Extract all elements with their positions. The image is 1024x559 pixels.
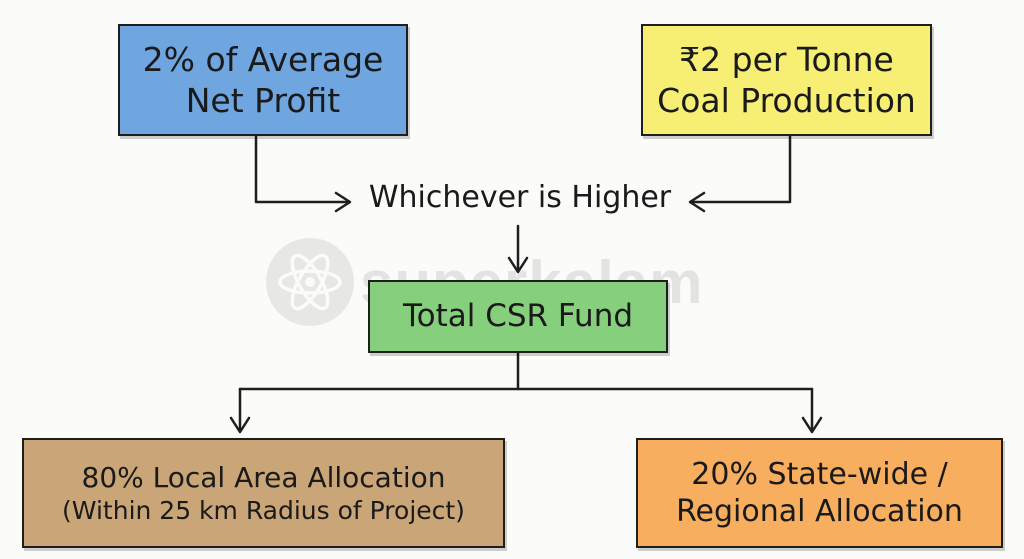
profit-box: 2% of Average Net Profit <box>118 24 408 136</box>
decision-label: Whichever is Higher <box>368 180 672 215</box>
profit-line1: 2% of Average <box>142 39 384 79</box>
local-line1: 80% Local Area Allocation <box>81 460 446 494</box>
local-line2: (Within 25 km Radius of Project) <box>62 495 465 525</box>
state-line2: Regional Allocation <box>676 494 963 529</box>
local-allocation-box: 80% Local Area Allocation (Within 25 km … <box>22 438 505 548</box>
state-allocation-box: 20% State-wide / Regional Allocation <box>636 438 1003 548</box>
state-line1: 20% State-wide / <box>691 456 948 492</box>
arrowhead-profit <box>334 191 352 213</box>
total-csr-label: Total CSR Fund <box>402 298 634 335</box>
arrowhead-total <box>507 256 529 274</box>
profit-line2: Net Profit <box>185 81 341 120</box>
arrow-profit-to-decision <box>254 134 350 204</box>
arrowhead-state <box>801 416 823 434</box>
arrow-coal-to-decision <box>690 134 792 204</box>
coal-line1: ₹2 per Tonne <box>679 39 894 79</box>
coal-box: ₹2 per Tonne Coal Production <box>641 24 932 136</box>
total-csr-box: Total CSR Fund <box>368 280 668 353</box>
arrowhead-coal <box>688 191 706 213</box>
arrowhead-local <box>229 416 251 434</box>
coal-line2: Coal Production <box>657 81 916 120</box>
